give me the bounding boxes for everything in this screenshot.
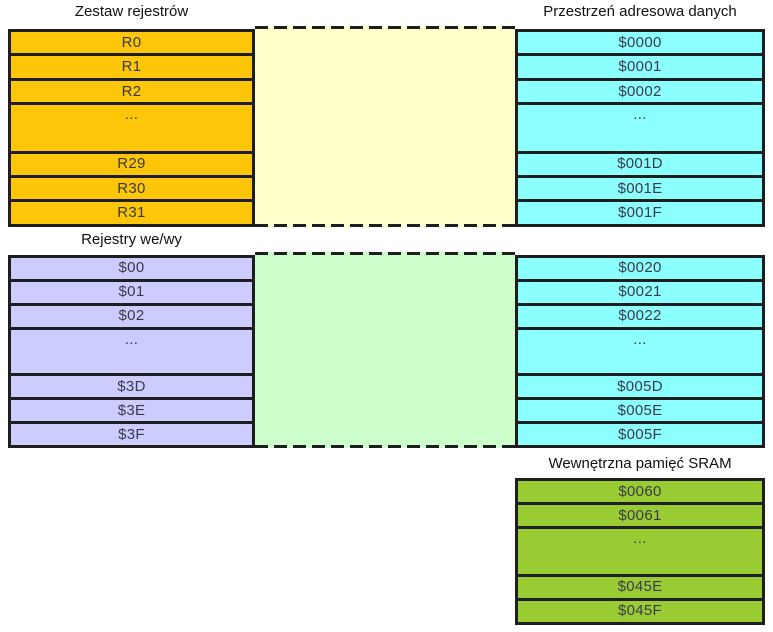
table-row: $0061: [518, 502, 762, 526]
table-row: $0020: [618, 259, 662, 277]
dashed-border-top: [255, 252, 515, 255]
table-row: $0021: [518, 278, 762, 303]
register-mapping-region: [255, 26, 515, 227]
table-row: $0060: [618, 482, 662, 500]
data-address-space-title: Przestrzeń adresowa danych: [543, 3, 737, 20]
table-row: $045E: [518, 573, 762, 598]
io-registers-table: $00 $01 $02 ... $3D $3E $3F: [8, 255, 255, 448]
dashed-border-top: [255, 26, 515, 29]
table-row: $00: [118, 259, 145, 277]
data-space-io-addresses-table: $0020 $0021 $0022 ... $005D $005E $005F: [515, 255, 765, 448]
table-row: $0002: [518, 77, 762, 102]
table-row: $01: [11, 278, 252, 303]
table-row: $0022: [518, 302, 762, 327]
table-row: R31: [11, 199, 252, 223]
table-row: $001D: [518, 150, 762, 175]
register-set-title: Zestaw rejestrów: [74, 3, 189, 20]
table-row: $02: [11, 302, 252, 327]
register-set-table: R0 R1 R2 ... R29 R30 R31: [8, 29, 255, 227]
table-row-ellipsis: ...: [11, 326, 252, 374]
table-row: $3D: [11, 373, 252, 397]
dashed-border-bottom: [255, 224, 515, 227]
table-row-ellipsis: ...: [518, 526, 762, 573]
table-row: $005F: [518, 421, 762, 445]
table-row: $3F: [11, 421, 252, 445]
table-row-ellipsis: ...: [518, 102, 762, 150]
internal-sram-title: Wewnętrzna pamięć SRAM: [548, 455, 732, 472]
io-registers-title: Rejestry we/wy: [81, 231, 182, 248]
table-row: $0000: [618, 33, 662, 51]
table-row: R0: [121, 33, 142, 51]
table-row-ellipsis: ...: [11, 102, 252, 150]
io-mapping-region: [255, 252, 515, 448]
table-row: R2: [11, 77, 252, 102]
table-row: $045F: [518, 597, 762, 622]
table-row: $001F: [518, 199, 762, 223]
table-row: $005D: [518, 373, 762, 397]
table-row: $005E: [518, 397, 762, 421]
table-row: R1: [11, 53, 252, 77]
table-row: $3E: [11, 397, 252, 421]
table-row: $0001: [518, 53, 762, 77]
data-space-register-addresses-table: $0000 $0001 $0002 ... $001D $001E $001F: [515, 29, 765, 227]
table-row: $001E: [518, 175, 762, 199]
table-row: R30: [11, 175, 252, 199]
table-row-ellipsis: ...: [518, 326, 762, 374]
dashed-border-bottom: [255, 445, 515, 448]
table-row: R29: [11, 150, 252, 175]
internal-sram-table: $0060 $0061 ... $045E $045F: [515, 478, 765, 625]
